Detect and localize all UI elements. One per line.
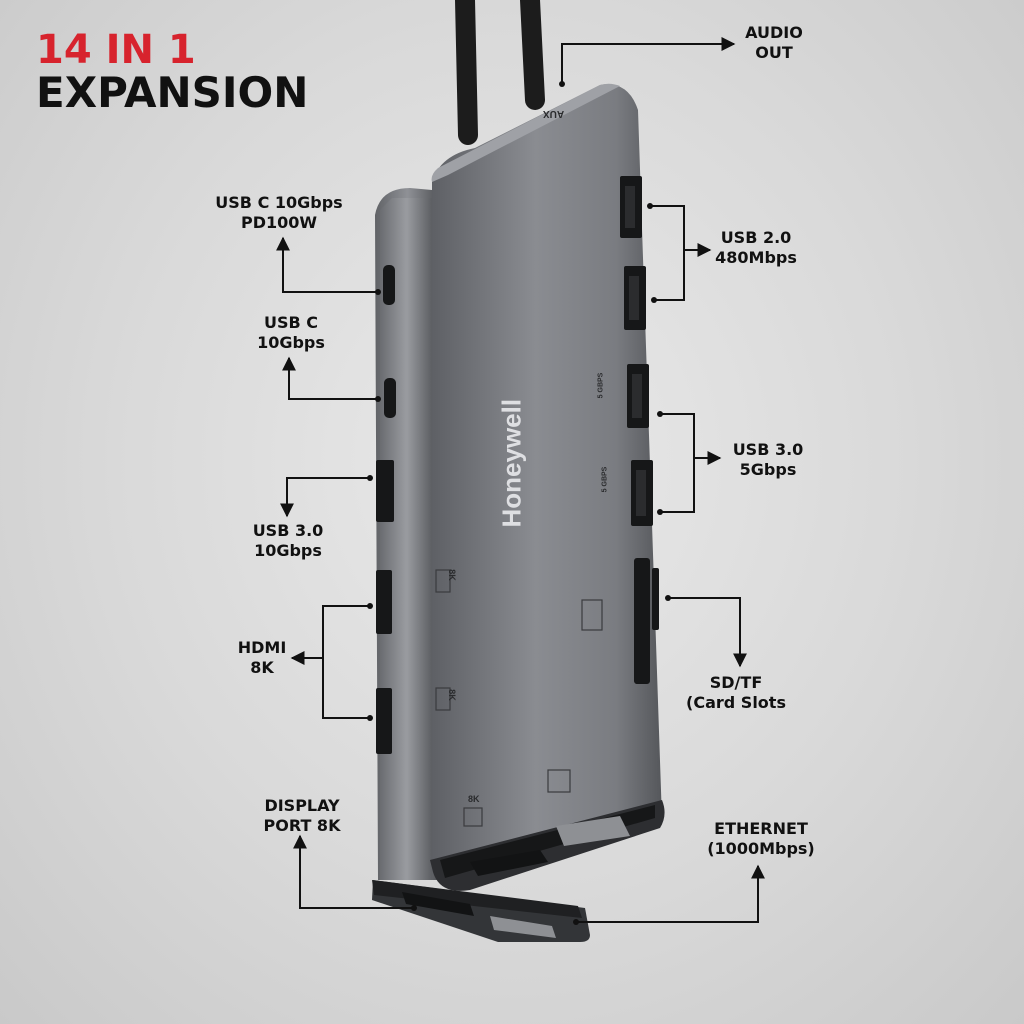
callout-usb-c: USB C 10Gbps — [248, 313, 334, 353]
hdmi-res-marking-1: 8K — [446, 569, 457, 581]
callout-usb3-10g-line2: 10Gbps — [254, 541, 322, 560]
callout-hdmi-line2: 8K — [250, 658, 274, 677]
callout-audio-out-line2: OUT — [755, 43, 793, 62]
callout-usb-c-pd-line2: PD100W — [240, 213, 318, 232]
callout-usb2-line1: USB 2.0 — [720, 228, 792, 247]
brand-logo: Honeywell — [496, 398, 527, 528]
callout-usb3-10g: USB 3.0 10Gbps — [244, 521, 332, 561]
dp-res-marking: 8K — [468, 794, 480, 804]
callout-displayport-line1: DISPLAY — [264, 796, 340, 815]
port-glyphs — [435, 569, 603, 827]
callout-hdmi: HDMI 8K — [230, 638, 294, 678]
callout-usb-c-pd: USB C 10Gbps PD100W — [204, 193, 354, 233]
callout-usb3-5g-line2: 5Gbps — [739, 460, 797, 479]
usb3-speed-marking-1: 5 GBPS — [597, 372, 605, 399]
callout-usb3-5g-line1: USB 3.0 — [732, 440, 804, 459]
headline-count: 14 IN 1 — [36, 27, 196, 73]
callout-displayport: DISPLAY PORT 8K — [254, 796, 350, 836]
callout-usb-c-pd-line1: USB C 10Gbps — [215, 193, 343, 212]
right-usb-ports — [620, 176, 659, 684]
callout-audio-out-line1: AUDIO — [745, 23, 803, 42]
callout-usb3-5g: USB 3.0 5Gbps — [724, 440, 812, 480]
hdmi-res-marking-2: 8K — [446, 689, 457, 701]
callout-usb2: USB 2.0 480Mbps — [706, 228, 806, 268]
callout-sd-tf: SD/TF (Card Slots — [680, 673, 792, 713]
callout-hdmi-line1: HDMI — [237, 638, 287, 657]
cables — [455, 0, 545, 145]
callout-sd-tf-line1: SD/TF — [709, 673, 763, 692]
callout-ethernet-line2: (1000Mbps) — [707, 839, 815, 858]
callout-usb2-line2: 480Mbps — [715, 248, 797, 267]
usb3-speed-marking-2: 5 GBPS — [601, 466, 609, 493]
callout-ethernet: ETHERNET (1000Mbps) — [700, 819, 822, 859]
callout-usb-c-line1: USB C — [263, 313, 319, 332]
aux-marking: AUX — [543, 108, 565, 119]
callout-ethernet-line1: ETHERNET — [714, 819, 808, 838]
bottom-ports — [402, 816, 630, 938]
callout-usb3-10g-line1: USB 3.0 — [252, 521, 324, 540]
callout-displayport-line2: PORT 8K — [263, 816, 341, 835]
callout-sd-tf-line2: (Card Slots — [686, 693, 786, 712]
callout-audio-out: AUDIO OUT — [738, 23, 810, 63]
left-ports — [376, 265, 396, 754]
headline-expansion: EXPANSION — [36, 68, 309, 117]
callout-usb-c-line2: 10Gbps — [257, 333, 325, 352]
